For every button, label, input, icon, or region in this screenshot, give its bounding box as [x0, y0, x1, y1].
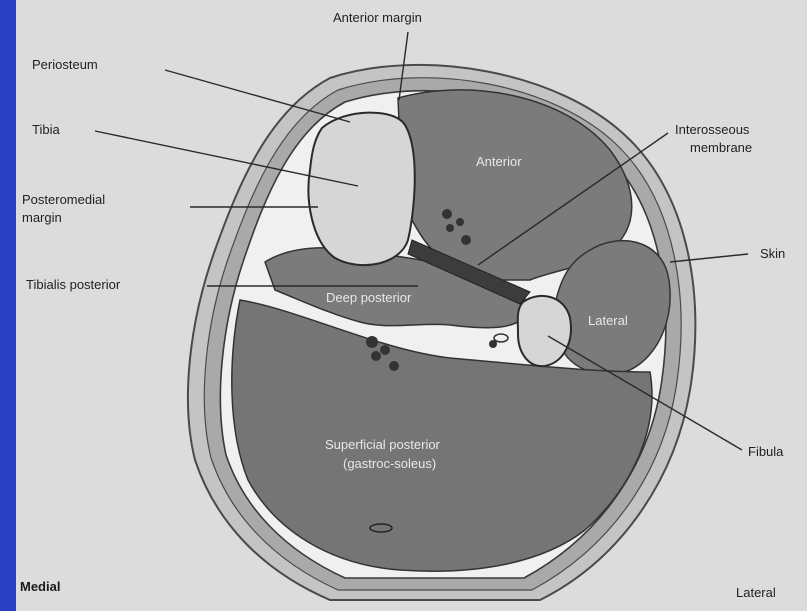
label-lateral: Lateral	[736, 585, 776, 600]
label-tibia: Tibia	[32, 122, 60, 137]
label-periosteum: Periosteum	[32, 57, 98, 72]
label-superficial-line1: Superficial posterior	[325, 437, 441, 452]
label-interosseous-line2: membrane	[690, 140, 752, 155]
label-deep-posterior: Deep posterior	[326, 290, 412, 305]
label-medial: Medial	[20, 579, 60, 594]
label-posteromedial-line2: margin	[22, 210, 62, 225]
label-fibula: Fibula	[748, 444, 784, 459]
tibia-bone	[308, 113, 414, 266]
label-superficial-line2: (gastroc-soleus)	[343, 456, 436, 471]
label-posteromedial-line1: Posteromedial	[22, 192, 105, 207]
label-anterior-margin: Anterior margin	[333, 10, 422, 25]
label-skin: Skin	[760, 246, 785, 261]
label-anterior-compartment: Anterior	[476, 154, 522, 169]
label-tibialis-posterior: Tibialis posterior	[26, 277, 121, 292]
label-interosseous-line1: Interosseous	[675, 122, 750, 137]
label-lateral-compartment: Lateral	[588, 313, 628, 328]
fibula-bone	[518, 296, 571, 366]
